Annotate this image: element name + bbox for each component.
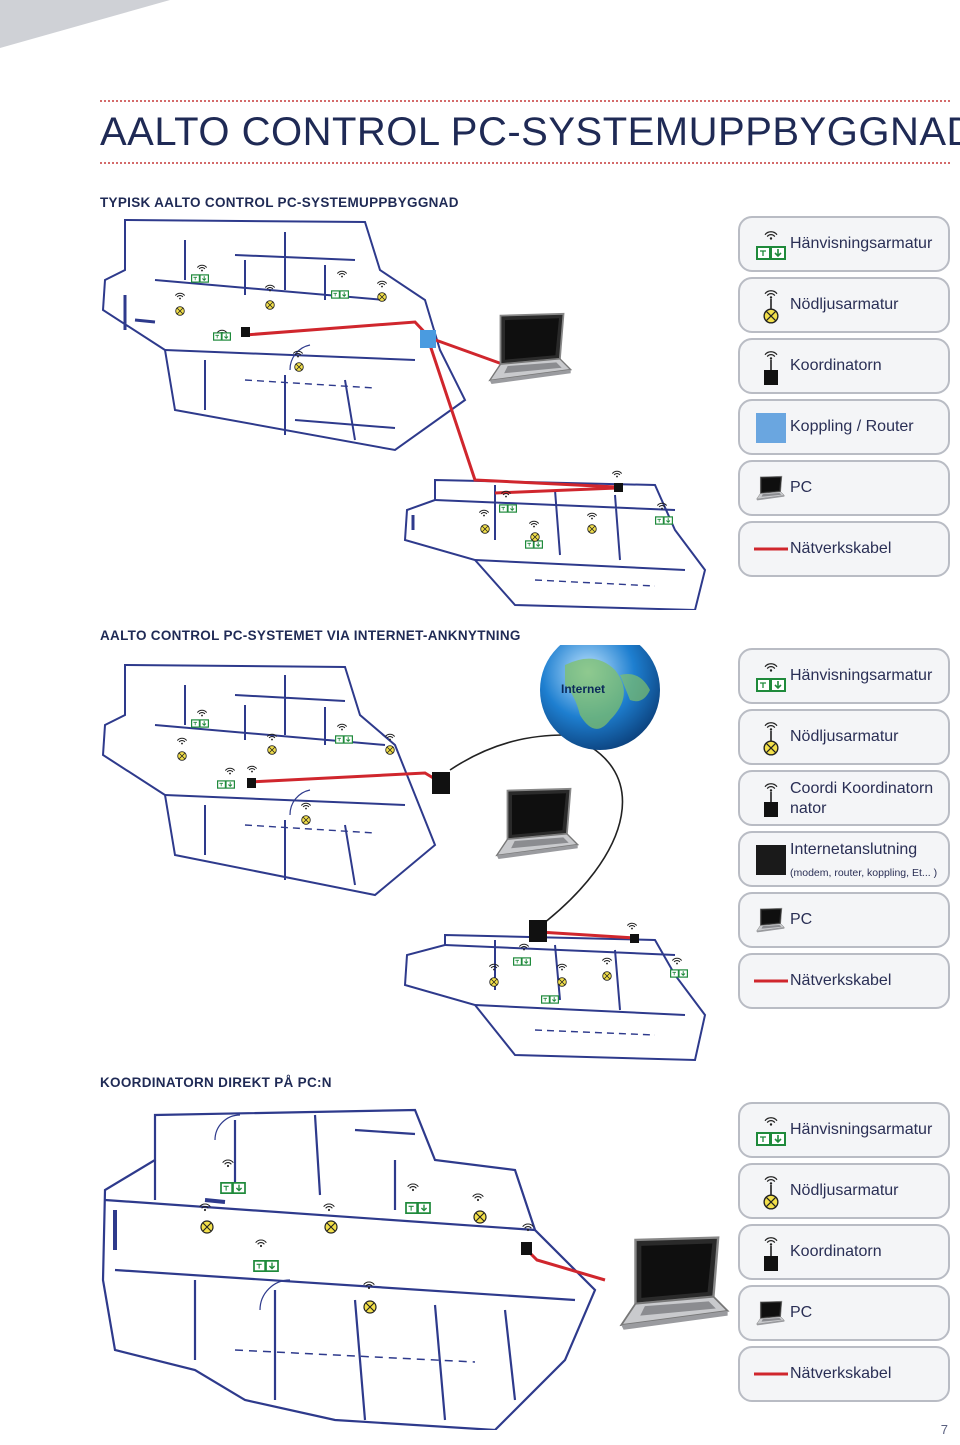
network-cable-icon (754, 547, 788, 551)
coordinator-icon (764, 1237, 778, 1271)
legend-label: Coordi Koordinatorn nator (790, 780, 934, 817)
switch-router (420, 330, 436, 348)
lower-floor-plan (403, 478, 707, 610)
switch-router-icon (756, 413, 786, 443)
legend-item-pc: PC (738, 460, 950, 516)
coordinator (521, 1242, 532, 1255)
legend-label: Nätverkskabel (790, 540, 892, 557)
internet-system-diagram: Internet (101, 645, 707, 1062)
legend-label: Nödljusarmatur (790, 1182, 899, 1199)
coordinator-icon (764, 351, 778, 385)
internet-connection-icon (756, 845, 786, 875)
legend-label: Hänvisningsarmatur (790, 667, 933, 684)
section-3-title: KOORDINATORN DIREKT PÅ PC:N (100, 1075, 332, 1090)
legend-item-exit: Hänvisningsarmatur (738, 648, 950, 704)
pc-laptop (488, 312, 572, 384)
legend-item-internet: Internetanslutning (modem, router, koppl… (738, 831, 950, 887)
legend-label: Koordinatorn (790, 1243, 882, 1260)
coordinator-lower (614, 483, 623, 492)
legend-section-3: Hänvisningsarmatur Nödljusarmatur Koordi… (738, 1102, 950, 1407)
legend-item-pc: PC (738, 1285, 950, 1341)
legend-item-coordinator: Koordinatorn (738, 338, 950, 394)
coordinator-upper (241, 327, 250, 337)
network-cable-icon (754, 1372, 788, 1376)
laptop-icon (756, 907, 785, 933)
section-1-title: TYPISK AALTO CONTROL PC-SYSTEMUPPBYGGNAD (100, 195, 459, 210)
legend-label: Hänvisningsarmatur (790, 235, 933, 252)
top-dotted-rule (100, 100, 950, 102)
legend-item-cable: Nätverkskabel (738, 521, 950, 577)
laptop-icon (756, 1300, 785, 1326)
legend-label: Nödljusarmatur (790, 728, 899, 745)
coordinator-upper (247, 778, 256, 788)
legend-item-router: Koppling / Router (738, 399, 950, 455)
corner-decoration (0, 0, 170, 48)
legend-item-coordinator: Coordi Koordinatorn nator (738, 770, 950, 826)
page-title: AALTO CONTROL PC-SYSTEMUPPBYGGNAD (100, 110, 960, 154)
legend-sublabel: (modem, router, koppling, Et... ) (790, 867, 938, 879)
globe-label: Internet (561, 682, 605, 696)
emergency-light-icon (763, 1176, 779, 1210)
network-cable-icon (754, 979, 788, 983)
title-dotted-rule (100, 162, 950, 164)
lower-floor-plan (403, 933, 707, 1062)
legend-item-pc: PC (738, 892, 950, 948)
page-number: 7 (940, 1422, 948, 1437)
legend-label: PC (790, 479, 813, 496)
legend-label: PC (790, 911, 813, 928)
emergency-light-icon (763, 290, 779, 324)
network-cables (249, 734, 636, 940)
legend-label: Nödljusarmatur (790, 296, 899, 313)
typical-system-diagram (101, 218, 707, 610)
legend-item-emergency: Nödljusarmatur (738, 1163, 950, 1219)
fixtures (199, 1159, 534, 1314)
legend-label: Koordinatorn (790, 357, 882, 374)
upper-floor-plan (101, 218, 467, 452)
legend-item-exit: Hänvisningsarmatur (738, 216, 950, 272)
emergency-light-icon (763, 722, 779, 756)
network-cable (525, 1248, 606, 1282)
legend-item-emergency: Nödljusarmatur (738, 277, 950, 333)
legend-item-cable: Nätverkskabel (738, 953, 950, 1009)
coordinator-lower (630, 934, 639, 943)
legend-label: Nätverkskabel (790, 1365, 892, 1382)
exit-sign-icon (756, 1117, 786, 1146)
laptop-icon (756, 475, 785, 501)
legend-label: Koppling / Router (790, 418, 914, 435)
exit-sign-icon (756, 663, 786, 692)
legend-label: Nätverkskabel (790, 972, 892, 989)
legend-section-1: Hänvisningsarmatur Nödljusarmatur Koordi… (738, 216, 950, 582)
globe: Internet (540, 645, 660, 750)
direct-coordinator-diagram (101, 1108, 729, 1430)
internet-connection-lower (529, 920, 547, 942)
legend-label: Hänvisningsarmatur (790, 1121, 933, 1138)
legend-label: PC (790, 1304, 813, 1321)
exit-sign-icon (756, 231, 786, 260)
legend-item-emergency: Nödljusarmatur (738, 709, 950, 765)
coordinator-icon (764, 783, 778, 817)
section-2-title: AALTO CONTROL PC-SYSTEMET VIA INTERNET-A… (100, 628, 521, 643)
pc-laptop (620, 1236, 729, 1330)
legend-item-coordinator: Koordinatorn (738, 1224, 950, 1280)
legend-section-2: Hänvisningsarmatur Nödljusarmatur Coordi… (738, 648, 950, 1014)
internet-connection-upper (432, 772, 450, 794)
floor-plan (101, 1108, 597, 1430)
legend-label: Internetanslutning (790, 841, 918, 858)
legend-item-cable: Nätverkskabel (738, 1346, 950, 1402)
pc-laptop (495, 787, 579, 859)
legend-item-exit: Hänvisningsarmatur (738, 1102, 950, 1158)
